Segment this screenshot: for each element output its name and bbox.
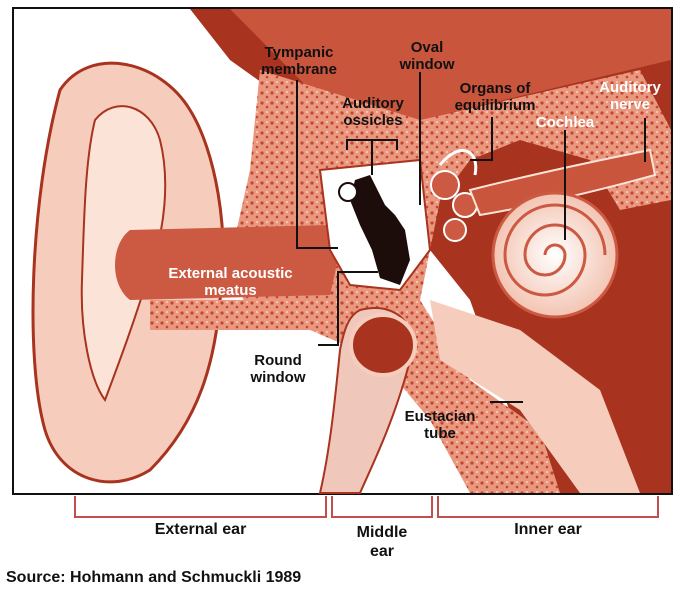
bracket-external-ear [75,496,326,517]
section-inner-ear: Inner ear [438,520,658,539]
label-cochlea: Cochlea [530,114,600,131]
section-brackets [75,496,658,517]
section-external-ear: External ear [75,520,326,539]
source-caption: Source: Hohmann and Schmuckli 1989 [6,569,301,587]
malleus-head [339,183,357,201]
eustachian-tube-opening [351,315,415,375]
bracket-middle-ear [332,496,432,517]
bracket-inner-ear [438,496,658,517]
ear-canal-wall [150,300,335,330]
cochlea-shape [493,193,617,317]
